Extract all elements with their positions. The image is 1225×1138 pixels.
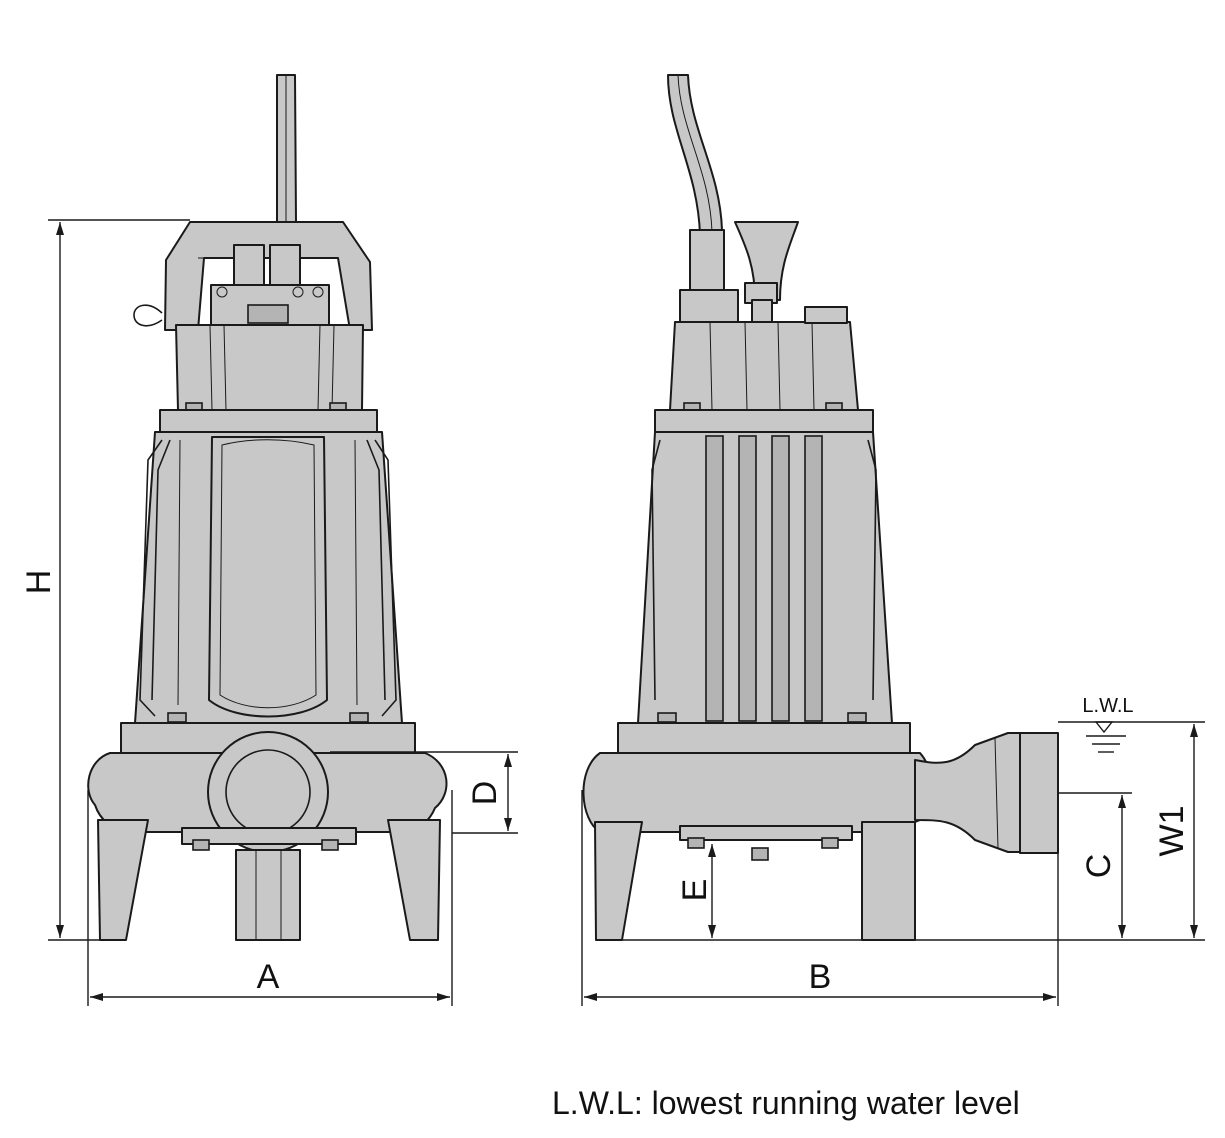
dim-label-h: H [20, 570, 58, 595]
lwl-label: L.W.L [1082, 695, 1133, 717]
dimension-lines [48, 219, 1205, 1006]
dim-label-c: C [1080, 854, 1118, 879]
water-level-icon [1086, 721, 1126, 753]
dim-label-w1: W1 [1153, 806, 1191, 857]
dim-label-b: B [809, 958, 832, 996]
dim-label-a: A [257, 958, 280, 996]
dim-label-e: E [676, 879, 714, 902]
lwl-footnote: L.W.L: lowest running water level [552, 1085, 1020, 1121]
side-view-pump [582, 74, 1059, 941]
dim-label-d: D [466, 781, 504, 806]
front-view-pump [87, 74, 448, 941]
